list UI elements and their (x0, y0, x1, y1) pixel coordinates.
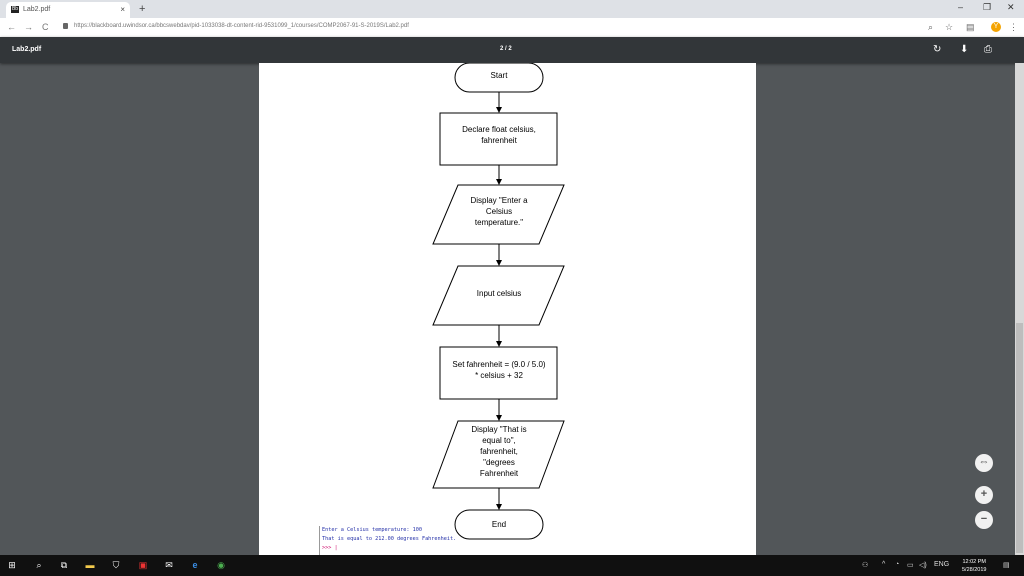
notifications-icon[interactable]: ▤ (1003, 562, 1010, 569)
display-io-2 (432, 420, 565, 489)
end-terminal (454, 509, 544, 540)
volume-icon[interactable]: ◁) (919, 562, 927, 569)
new-tab-button[interactable]: + (139, 3, 146, 15)
declare-line-1: Declare float celsius, (462, 125, 536, 134)
terminal-line-2: That is equal to 212.00 degrees Fahrenhe… (322, 536, 457, 542)
edge-icon[interactable]: e (192, 560, 198, 570)
pdf-page: Start Declare float celsius, fahrenheit … (259, 63, 756, 555)
print-icon[interactable]: ⎙ (984, 44, 992, 55)
scrollbar-thumb[interactable] (1016, 323, 1023, 553)
close-window-button[interactable]: ✕ (1007, 2, 1015, 12)
taskbar: ⊞ ⌕ ⧉ ▬ ⛉ ▣ ✉ e ◉ ⚇ ^ ◔ ▭ ◁) ENG 12:02 P… (0, 555, 1024, 576)
address-bar: ← → C https://blackboard.uwindsor.ca/bbc… (0, 18, 1024, 38)
declare-process (439, 112, 558, 166)
input-io (432, 265, 565, 326)
chrome-icon[interactable]: ◉ (217, 560, 225, 570)
blackboard-favicon-icon: Bb (11, 6, 19, 13)
language-indicator[interactable]: ENG (934, 561, 950, 568)
maximize-button[interactable]: ❐ (983, 2, 992, 12)
tray-chevron-icon[interactable]: ^ (882, 561, 886, 568)
tab-lab2-pdf[interactable]: Bb Lab2.pdf × (6, 2, 130, 18)
network-icon[interactable]: ◔ (895, 561, 900, 568)
url-field[interactable]: https://blackboard.uwindsor.ca/bbcswebda… (74, 23, 409, 29)
set-line-1: Set fahrenheit = (9.0 / 5.0) (452, 360, 546, 369)
input-label: Input celsius (477, 289, 521, 298)
flowchart: Start Declare float celsius, fahrenheit … (432, 63, 565, 540)
display1-line-2: Celsius (486, 207, 512, 216)
vertical-scrollbar[interactable] (1015, 63, 1024, 555)
pdf-toolbar: Lab2.pdf 2 / 2 ↻ ⬇ ⎙ (0, 37, 1024, 63)
page-indicator: 2 / 2 (500, 46, 512, 52)
back-button[interactable]: ← (7, 22, 16, 32)
clock-date: 5/28/2019 (962, 567, 987, 573)
reload-button[interactable]: C (42, 22, 49, 32)
display1-line-1: Display "Enter a (470, 196, 528, 205)
profile-avatar[interactable]: Y (991, 22, 1001, 32)
store-icon[interactable]: ⛉ (112, 560, 120, 570)
start-label: Start (491, 71, 509, 80)
clock[interactable]: 12:02 PM 5/28/2019 (962, 558, 986, 574)
set-line-2: * celsius + 32 (475, 371, 523, 380)
display-io-1 (432, 184, 565, 245)
terminal-output: Enter a Celsius temperature: 100 That is… (319, 526, 562, 555)
zoom-in-button[interactable]: + (975, 486, 993, 504)
zoom-search-icon[interactable]: ⌕ (928, 22, 934, 32)
declare-line-2: fahrenheit (481, 136, 517, 145)
zoom-out-button[interactable]: − (975, 511, 993, 529)
menu-kebab-icon[interactable]: ⋮ (1009, 22, 1018, 32)
search-icon[interactable]: ⌕ (36, 560, 42, 570)
display1-line-3: temperature." (475, 218, 523, 227)
windows-start-icon[interactable]: ⊞ (8, 560, 16, 570)
forward-button[interactable]: → (24, 22, 33, 32)
bookmark-star-icon[interactable]: ☆ (945, 22, 954, 32)
display2-line-3: fahrenheit, (480, 447, 518, 456)
lock-icon (63, 23, 68, 29)
start-terminal (454, 63, 544, 93)
set-process (439, 346, 558, 400)
file-explorer-icon[interactable]: ▬ (85, 560, 95, 570)
extension-icon[interactable]: ▤ (966, 22, 975, 32)
task-view-icon[interactable]: ⧉ (60, 560, 68, 570)
clock-time: 12:02 PM (962, 559, 986, 565)
download-icon[interactable]: ⬇ (960, 44, 969, 55)
pdf-title: Lab2.pdf (12, 46, 42, 53)
terminal-line-1: Enter a Celsius temperature: 100 (322, 527, 422, 533)
end-label: End (492, 520, 506, 529)
mail-icon[interactable]: ✉ (165, 560, 173, 570)
people-icon[interactable]: ⚇ (862, 562, 869, 569)
terminal-prompt[interactable]: >>> | (322, 545, 338, 551)
tab-close-icon[interactable]: × (120, 5, 125, 14)
tab-title: Lab2.pdf (23, 6, 51, 13)
fit-page-button[interactable]: ⇔ (975, 454, 993, 472)
rotate-icon[interactable]: ↻ (933, 44, 942, 55)
display2-line-2: equal to", (482, 436, 516, 445)
minimize-button[interactable]: – (958, 2, 964, 12)
tab-bar: Bb Lab2.pdf × + – ❐ ✕ (0, 0, 1024, 18)
display2-line-5: Fahrenheit (480, 469, 519, 478)
office-icon[interactable]: ▣ (138, 560, 148, 570)
display2-line-4: "degrees (483, 458, 515, 467)
display2-line-1: Display "That is (471, 425, 526, 434)
battery-icon[interactable]: ▭ (907, 562, 914, 569)
